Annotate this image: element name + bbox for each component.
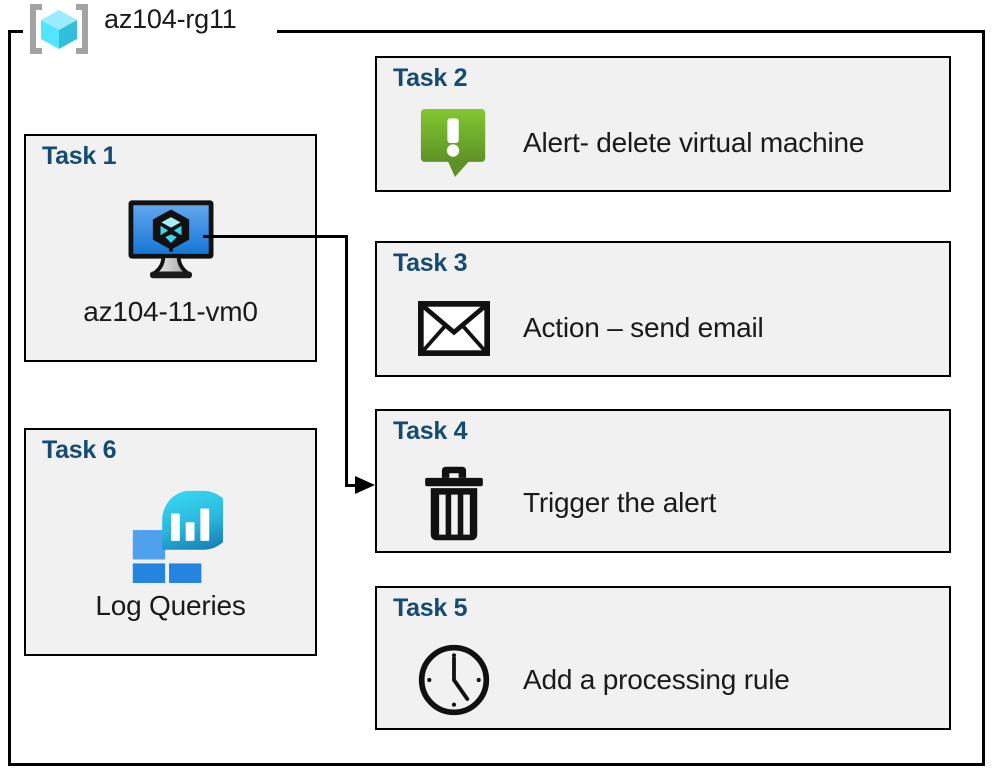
task-6-title: Task 6 [42, 436, 117, 464]
task-1-icon-wrap [26, 194, 315, 292]
task-5-caption: Add a processing rule [523, 664, 790, 695]
resource-group-border-top-stub [8, 30, 23, 33]
virtual-machine-icon [125, 199, 217, 288]
log-analytics-icon [119, 487, 233, 593]
task-5-title: Task 5 [393, 594, 468, 622]
connector-segment-vertical [345, 235, 348, 487]
task-4-title: Task 4 [393, 417, 468, 445]
azure-resource-group-icon [28, 3, 90, 55]
resource-group-border-top [277, 30, 985, 33]
task-card-6[interactable]: Task 6 [24, 428, 317, 656]
clock-icon [413, 642, 495, 718]
resource-group-border-left [8, 30, 11, 766]
task-3-row: Action – send email [413, 285, 939, 371]
task-6-icon-wrap [26, 487, 315, 593]
task-2-caption: Alert- delete virtual machine [523, 127, 865, 158]
task-card-3[interactable]: Task 3 Action – send email [375, 241, 951, 377]
resource-group-border-bottom [8, 763, 985, 766]
task-5-row: Add a processing rule [413, 636, 939, 724]
connector-segment-horizontal-top [203, 235, 348, 238]
task-card-1[interactable]: Task 1 [24, 134, 317, 362]
connector-arrowhead-icon [355, 476, 375, 494]
task-1-title: Task 1 [42, 142, 117, 170]
trash-can-icon [413, 463, 495, 543]
task-4-caption: Trigger the alert [523, 487, 717, 518]
alert-exclamation-icon [413, 107, 495, 179]
envelope-icon [413, 300, 495, 356]
task-6-caption: Log Queries [95, 590, 246, 621]
resource-group-label: az104-rg11 [104, 4, 237, 34]
task-card-4[interactable]: Task 4 Trigger the alert [375, 409, 951, 553]
task-card-5[interactable]: Task 5 Add a processing rule [375, 586, 951, 730]
resource-group-border-right [982, 30, 985, 766]
task-1-caption-wrap: az104-11-vm0 [26, 296, 315, 328]
task-card-2[interactable]: Task 2 Alert- delete virtual machin [375, 56, 951, 192]
task-2-row: Alert- delete virtual machine [413, 100, 939, 186]
task-6-caption-wrap: Log Queries [26, 590, 315, 622]
task-3-caption: Action – send email [523, 312, 764, 343]
task-3-title: Task 3 [393, 249, 468, 277]
task-4-row: Trigger the alert [413, 459, 939, 547]
task-1-caption: az104-11-vm0 [83, 296, 258, 327]
task-2-title: Task 2 [393, 64, 468, 92]
